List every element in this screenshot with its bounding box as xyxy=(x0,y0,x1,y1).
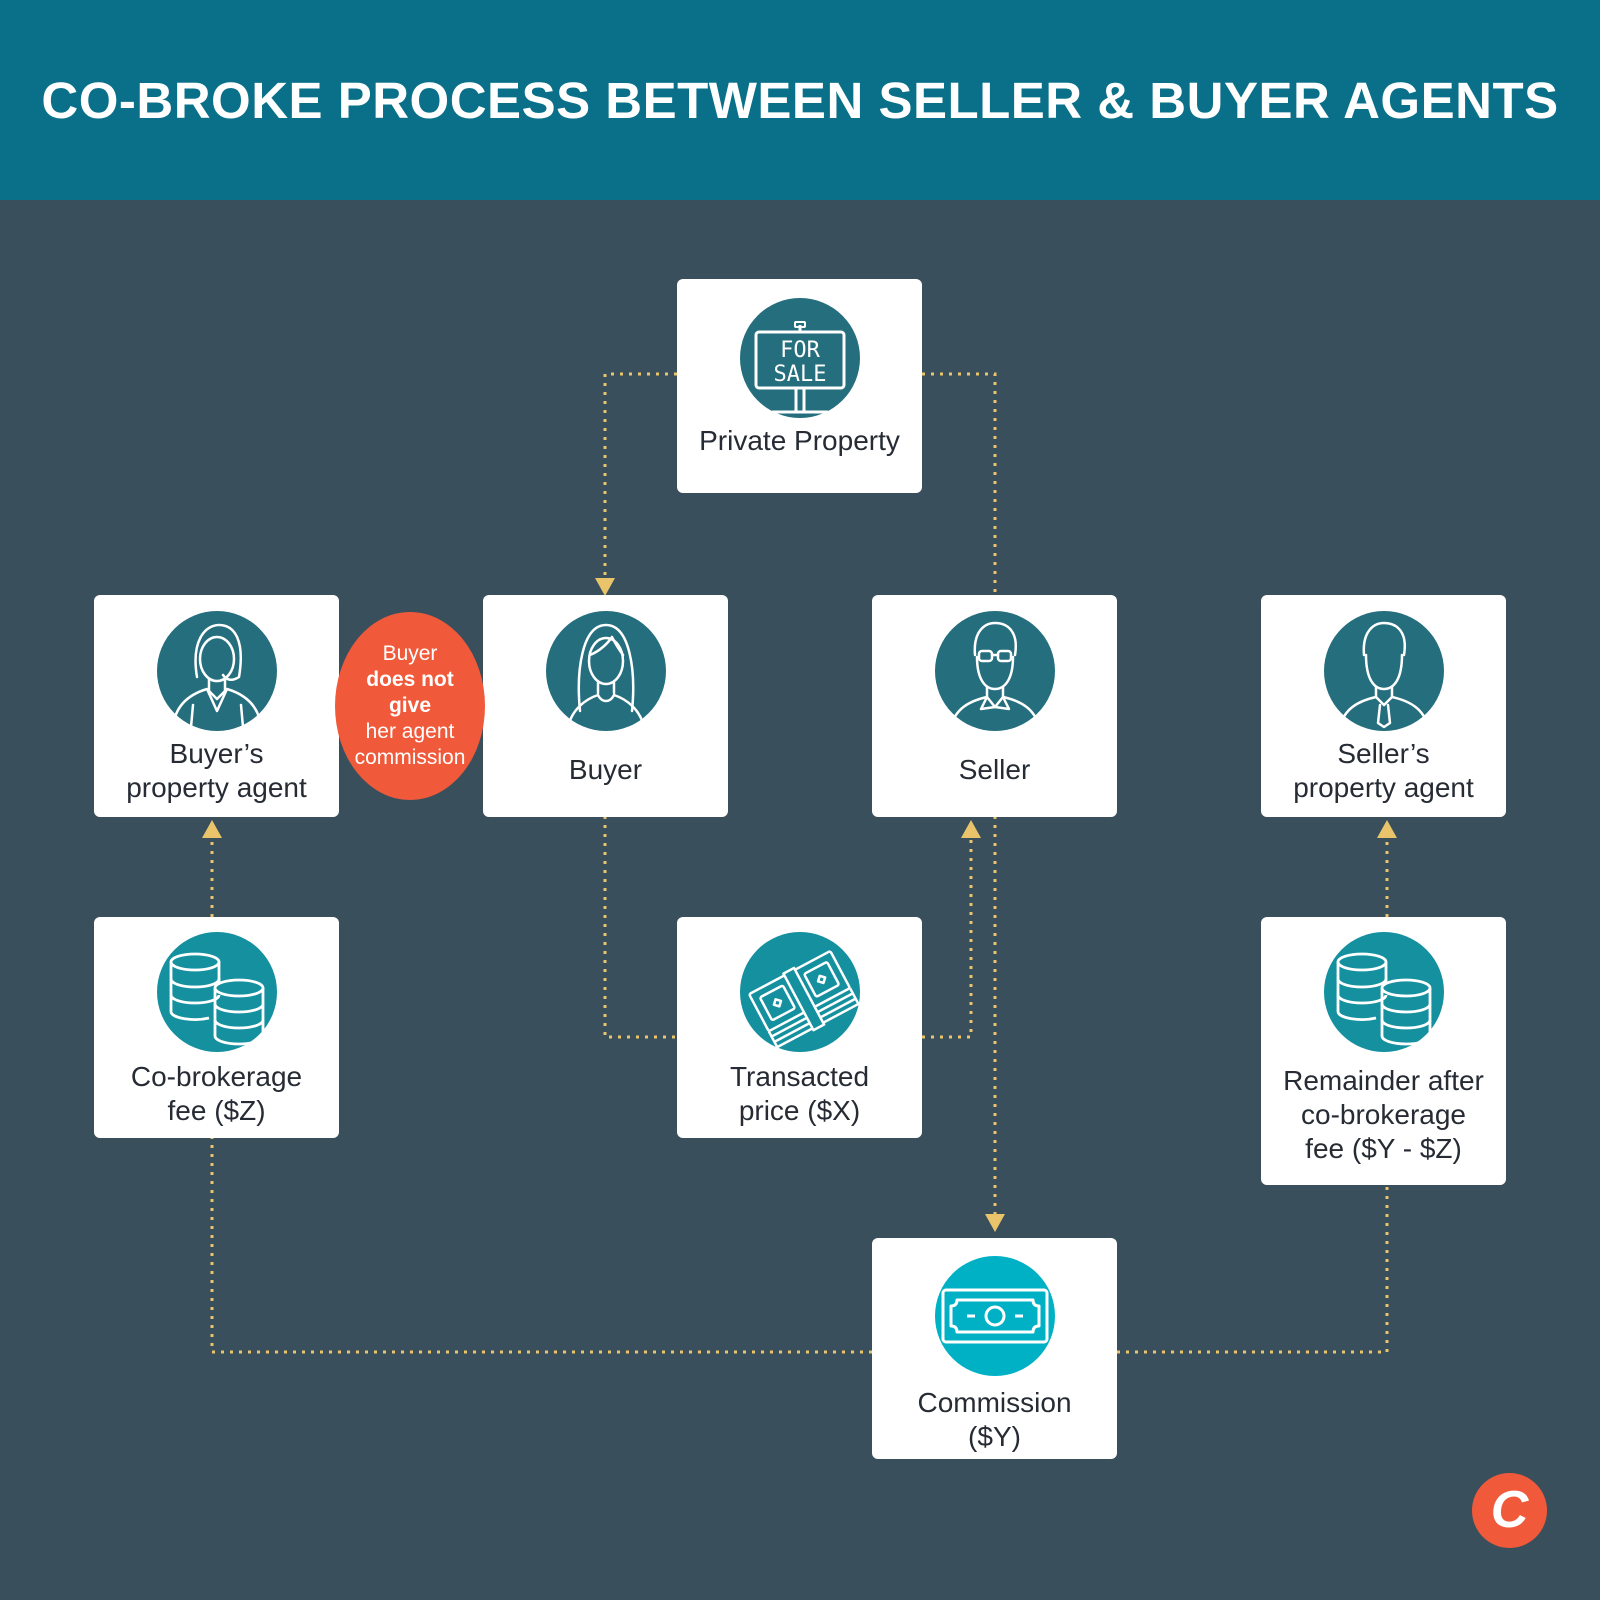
page-title: CO-BROKE PROCESS BETWEEN SELLER & BUYER … xyxy=(41,71,1559,129)
node-buyer-agent: Buyer’s property agent xyxy=(94,595,339,817)
connector-property-to-buyer xyxy=(603,372,677,578)
for-sale-sign-icon: FOR SALE xyxy=(739,298,860,418)
node-buyer: Buyer xyxy=(483,595,728,817)
male-agent-icon xyxy=(1323,611,1444,731)
coin-stacks-icon xyxy=(1323,932,1444,1052)
arrowhead-to-seller-agent xyxy=(1377,820,1397,838)
connector-commission-to-cobroke-fee xyxy=(210,1138,872,1354)
connector-commission-to-remainder xyxy=(1117,1184,1389,1354)
node-label: Seller’s property agent xyxy=(1293,738,1474,803)
connector-price-to-seller xyxy=(922,836,973,1039)
arrowhead-to-buyer xyxy=(595,578,615,596)
female-buyer-icon xyxy=(545,611,666,731)
node-remainder: Remainder after co-brokerage fee ($Y - $… xyxy=(1261,917,1506,1185)
note-bubble: Buyer does not give her agent commission xyxy=(335,612,485,800)
sign-text-line2: SALE xyxy=(773,362,826,387)
node-label: Co-brokerage fee ($Z) xyxy=(130,1061,303,1126)
female-agent-icon xyxy=(156,611,277,731)
connector-property-to-seller xyxy=(922,372,997,594)
sign-text-line1: FOR xyxy=(780,338,820,363)
arrowhead-to-buyer-agent xyxy=(202,820,222,838)
node-private-property: FOR SALE Private Property xyxy=(677,279,922,493)
node-commission: Commission ($Y) xyxy=(872,1238,1117,1459)
connector-buyer-to-price xyxy=(603,816,677,1039)
node-seller: Seller xyxy=(872,595,1117,817)
coin-stacks-icon xyxy=(156,932,277,1052)
cash-bundle-icon xyxy=(739,932,860,1052)
header-banner: CO-BROKE PROCESS BETWEEN SELLER & BUYER … xyxy=(0,0,1600,200)
brand-logo-icon: C xyxy=(1472,1473,1547,1548)
node-label: Private Property xyxy=(699,425,900,456)
node-seller-agent: Seller’s property agent xyxy=(1261,595,1506,817)
node-label: Transacted price ($X) xyxy=(729,1061,870,1126)
banknote-icon xyxy=(934,1256,1055,1376)
arrowhead-to-commission xyxy=(985,1214,1005,1232)
male-seller-icon xyxy=(934,611,1055,731)
node-label: Seller xyxy=(958,754,1031,785)
node-label: Buyer’s property agent xyxy=(126,738,307,803)
node-label: Buyer xyxy=(568,754,643,785)
node-label: Commission ($Y) xyxy=(917,1387,1072,1452)
arrowhead-to-seller xyxy=(961,820,981,838)
node-cobrokerage-fee: Co-brokerage fee ($Z) xyxy=(94,917,339,1138)
node-label: Remainder after co-brokerage fee ($Y - $… xyxy=(1283,1065,1484,1164)
node-transacted-price: Transacted price ($X) xyxy=(677,917,922,1138)
